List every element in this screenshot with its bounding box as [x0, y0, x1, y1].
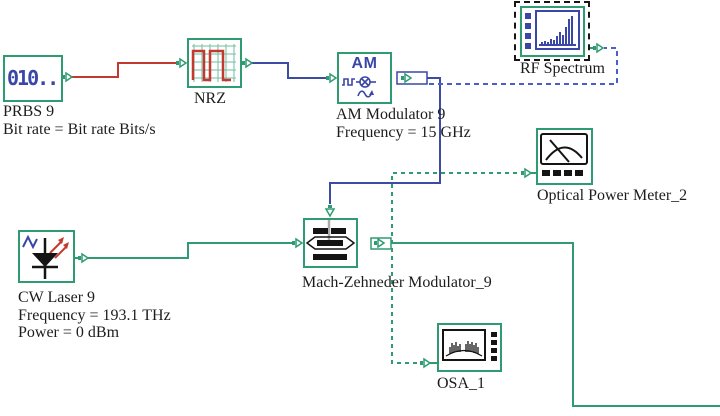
wire-nrz-to-am[interactable]: [252, 62, 326, 79]
am-label-icon: AM: [351, 55, 378, 72]
wire-cw-to-mzm[interactable]: [88, 242, 292, 259]
cw-laser-label: CW Laser 9 Frequency = 193.1 THz Power =…: [18, 289, 171, 342]
prbs-block[interactable]: 010..: [3, 55, 63, 102]
am-param: Frequency = 15 GHz: [336, 123, 471, 141]
osa-label: OSA_1: [437, 375, 485, 393]
am-mixer-icon: [342, 76, 376, 98]
nrz-output-port[interactable]: [242, 57, 254, 69]
am-label: AM Modulator 9 Frequency = 15 GHz: [336, 106, 471, 141]
cw-title: CW Laser 9: [18, 289, 96, 306]
am-input-port[interactable]: [326, 72, 338, 84]
mzm-title: Mach-Zehneder Modulator_9: [302, 274, 492, 291]
mzm-output-port[interactable]: [374, 237, 386, 249]
am-output-port[interactable]: [401, 72, 413, 84]
nrz-input-port[interactable]: [176, 57, 188, 69]
analog-meter-icon: [540, 133, 588, 176]
binary-sequence-icon: 010..: [7, 66, 59, 90]
rf-spectrum-block[interactable]: [520, 6, 585, 57]
opm-title: Optical Power Meter_2: [537, 187, 688, 204]
nrz-block[interactable]: [187, 38, 242, 88]
osa-block[interactable]: [437, 323, 502, 372]
optical-power-meter-block[interactable]: [536, 128, 593, 185]
prbs-param: Bit rate = Bit rate Bits/s: [3, 120, 156, 138]
mzm-input-port[interactable]: [292, 237, 304, 249]
prbs-output-port[interactable]: [62, 71, 74, 83]
opm-input-port[interactable]: [521, 167, 533, 179]
mzm-label: Mach-Zehneder Modulator_9: [302, 274, 492, 292]
am-title: AM Modulator 9: [336, 106, 446, 123]
osa-input-port[interactable]: [420, 357, 432, 369]
wire-mzm-to-monitors[interactable]: [391, 172, 517, 364]
osa-title: OSA_1: [437, 375, 486, 392]
cw-output-port[interactable]: [78, 252, 90, 264]
wire-mzm-output[interactable]: [391, 242, 720, 407]
rf-spectrum-label: RF Spectrum: [520, 60, 605, 78]
selection-outline: [514, 1, 590, 61]
mach-zehnder-modulator-block[interactable]: [303, 218, 358, 268]
cw-param-power: Power = 0 dBm: [18, 324, 120, 341]
prbs-title: PRBS 9: [3, 103, 55, 120]
square-wave-icon: [191, 44, 236, 82]
prbs-label: PRBS 9 Bit rate = Bit rate Bits/s: [3, 103, 156, 138]
cw-param-frequency: Frequency = 193.1 THz: [18, 306, 171, 324]
mzm-top-port[interactable]: [324, 205, 336, 218]
wire-am-to-mzm[interactable]: [329, 77, 441, 204]
opm-label: Optical Power Meter_2: [537, 187, 687, 205]
am-modulator-block[interactable]: AM: [337, 52, 392, 104]
optical-spectrum-icon: [442, 329, 497, 361]
spectrum-bars-icon: [525, 10, 580, 50]
rf-spectrum-port[interactable]: [593, 42, 605, 54]
laser-diode-icon: [22, 234, 69, 279]
nrz-title: NRZ: [194, 90, 226, 107]
wire-am-to-rf-spectrum[interactable]: [429, 47, 618, 85]
mach-zehnder-interferometer-icon: [305, 220, 356, 260]
rf-spectrum-title: RF Spectrum: [520, 60, 605, 77]
cw-laser-block[interactable]: [18, 230, 75, 283]
wire-prbs-to-nrz[interactable]: [72, 62, 176, 78]
nrz-label: NRZ: [194, 90, 226, 108]
